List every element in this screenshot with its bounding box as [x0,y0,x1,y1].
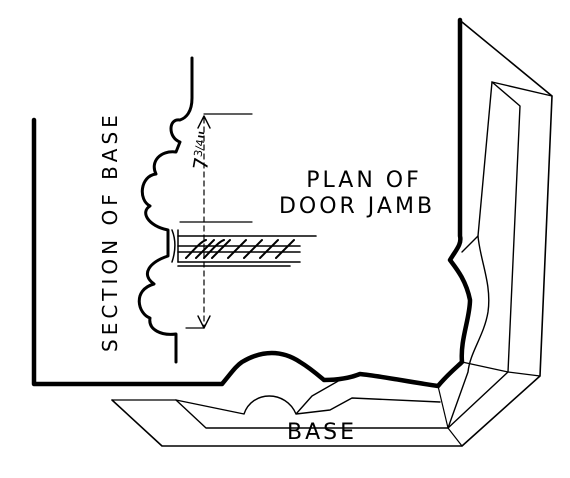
section-profile [137,56,194,364]
base-moulding-bottom [175,379,441,415]
wall-outline [31,17,473,389]
dimension-extension [179,113,253,329]
jamb-strip [177,235,317,267]
plan-title-line-1: PLAN OF [306,168,422,193]
base-corner-lines [111,361,541,447]
plan-of-door-jamb-title: PLAN OF DOOR JAMB [262,168,452,220]
section-of-base-label: SECTION OF BASE [98,111,122,352]
section-inner-strip [171,229,179,263]
jamb-hatching [185,239,295,259]
dimension-arrows [197,115,211,329]
base-moulding-right [447,235,490,429]
base-outer-outline [111,21,553,447]
base-label: BASE [287,420,358,445]
plan-title-line-2: DOOR JAMB [278,194,436,219]
base-inner-line-right [461,81,553,253]
base-middle-outline [175,81,521,429]
dimension-fraction: 3/4 [191,138,208,158]
